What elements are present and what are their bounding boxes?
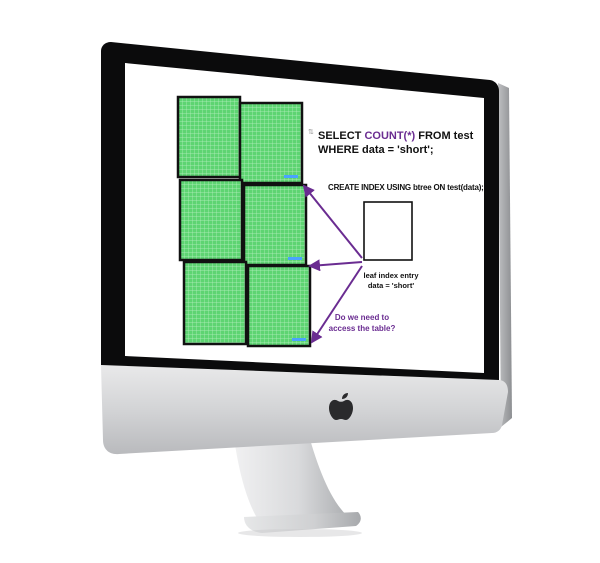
table-page xyxy=(182,260,248,346)
table-page xyxy=(246,264,312,348)
question-line-2: access the table? xyxy=(328,324,396,333)
from-clause: FROM test xyxy=(415,130,474,142)
leaf-entry-line-1: leaf index entry xyxy=(363,271,419,280)
table-page xyxy=(178,178,244,262)
arrow xyxy=(310,265,363,344)
index-box xyxy=(363,201,413,261)
sort-icon: ⇅ xyxy=(308,129,314,136)
table-page xyxy=(242,183,308,267)
index-statement: CREATE INDEX USING btree ON test(data); xyxy=(328,183,484,192)
stand-base xyxy=(244,512,361,533)
monitor-edge xyxy=(498,83,512,427)
arrow xyxy=(302,184,363,259)
monitor-chin xyxy=(101,365,508,455)
page-fill-indicator xyxy=(288,257,302,260)
arrow xyxy=(308,259,363,272)
apple-logo xyxy=(329,393,353,420)
leaf-entry-line-2: data = 'short' xyxy=(367,281,415,290)
table-page xyxy=(238,101,304,185)
question-line-1: Do we need to xyxy=(334,313,390,322)
query-line-2: WHERE data = 'short'; xyxy=(318,144,434,156)
table-page xyxy=(176,95,242,179)
select-keyword: SELECT xyxy=(318,130,365,142)
page-fill-indicator xyxy=(292,338,306,341)
count-function: COUNT(*) xyxy=(364,130,416,142)
page-fill-indicator xyxy=(284,175,298,178)
stand xyxy=(233,425,352,526)
query-line-1: SELECT COUNT(*) FROM test xyxy=(318,131,473,142)
